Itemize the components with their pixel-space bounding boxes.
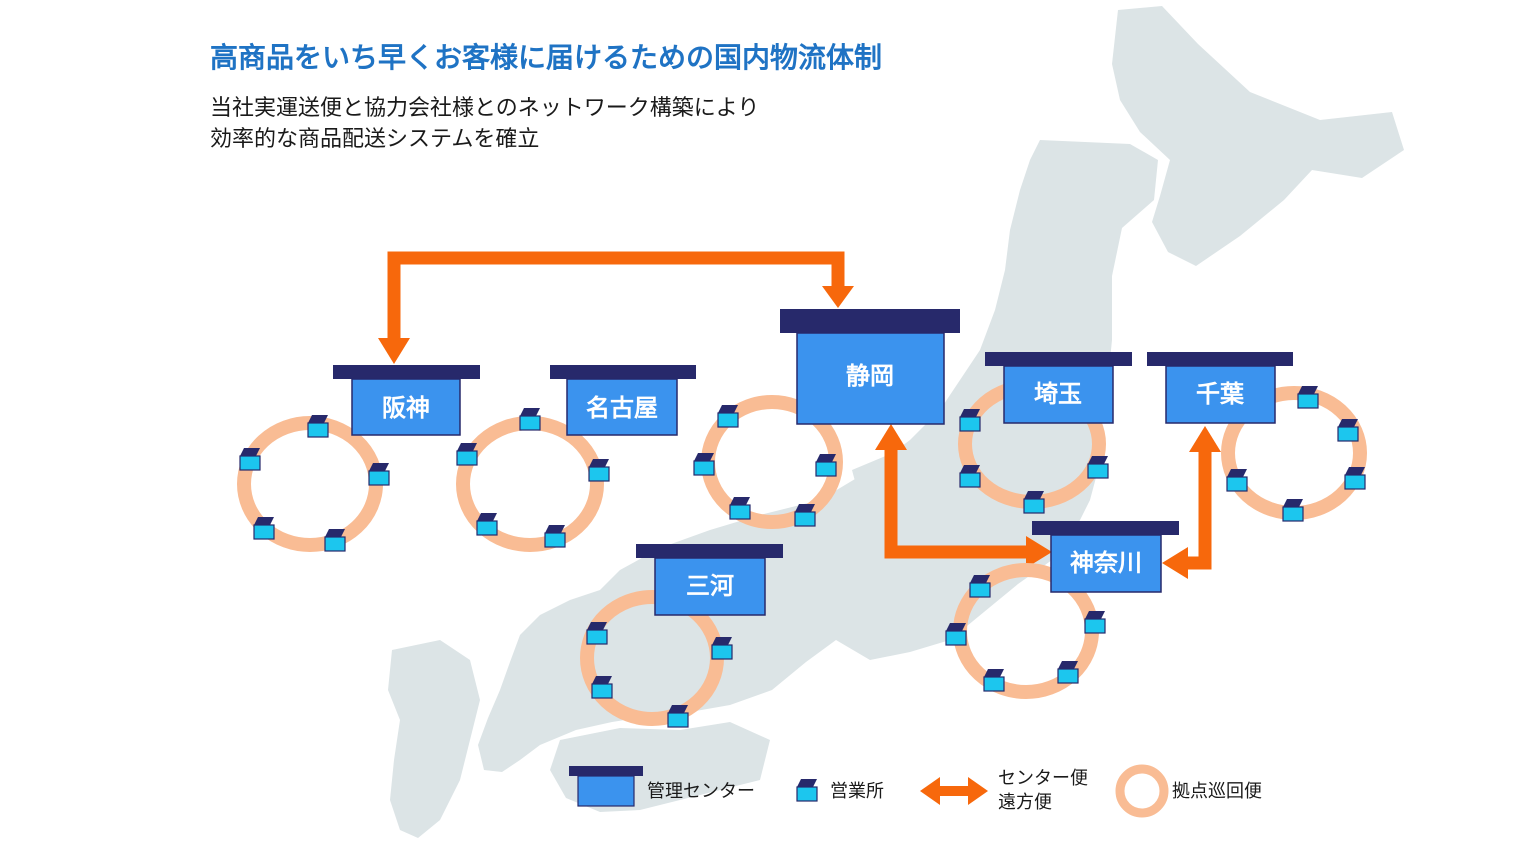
legend-loop-label: 拠点巡回便 <box>1172 781 1262 802</box>
office-icon <box>1084 610 1106 634</box>
arrowhead-to-kanagawa-2 <box>1162 547 1188 579</box>
office-icon <box>711 636 733 660</box>
office-icon <box>456 442 478 466</box>
arrowhead-to-shizuoka-2 <box>875 424 907 450</box>
arrowhead-to-chiba <box>1189 426 1221 452</box>
center-label-chiba: 千葉 <box>1196 380 1245 408</box>
office-icon <box>588 458 610 482</box>
office-icon <box>544 524 566 548</box>
subtitle-line-2: 効率的な商品配送システムを確立 <box>210 127 540 152</box>
center-label-shizuoka: 静岡 <box>846 362 894 390</box>
subtitle-line-1: 当社実運送便と協力会社様とのネットワーク構築により <box>210 96 760 121</box>
route-chiba-kanagawa <box>1186 450 1212 570</box>
office-icon <box>959 464 981 488</box>
office-icon <box>1297 385 1319 409</box>
legend-office: 営業所 <box>796 778 884 802</box>
office-icon <box>969 574 991 598</box>
office-icon <box>959 408 981 432</box>
office-icon <box>796 778 818 802</box>
route-shizuoka-kanagawa <box>884 450 1028 559</box>
legend-loop: 拠点巡回便 <box>1115 764 1262 818</box>
office-icon <box>1282 498 1304 522</box>
center-chiba: 千葉 <box>1147 352 1293 424</box>
center-label-mikawa: 三河 <box>686 572 734 600</box>
office-icon <box>667 704 689 728</box>
center-shizuoka: 静岡 <box>780 309 960 425</box>
office-icon <box>586 621 608 645</box>
center-label-saitama: 埼玉 <box>1034 380 1082 408</box>
center-saitama: 埼玉 <box>985 352 1132 424</box>
office-icon <box>239 447 261 471</box>
center-nagoya: 名古屋 <box>550 365 696 436</box>
office-icon <box>476 512 498 536</box>
office-icon <box>1337 418 1359 442</box>
legend: 管理センター 営業所 センター便 遠方便 拠点巡回便 <box>569 764 1262 818</box>
office-icon <box>693 452 715 476</box>
office-icon <box>945 622 967 646</box>
office-icon <box>1087 455 1109 479</box>
route-hanshin-shizuoka <box>387 251 845 340</box>
office-icon <box>307 414 329 438</box>
office-icon <box>815 453 837 477</box>
office-icon <box>983 668 1005 692</box>
office-icon <box>1023 490 1045 514</box>
office-icon <box>717 404 739 428</box>
legend-center-label: 管理センター <box>647 781 755 802</box>
office-icon <box>1226 468 1248 492</box>
center-hanshin: 阪神 <box>333 365 480 436</box>
legend-route: センター便 遠方便 <box>920 768 1088 813</box>
office-icon <box>368 462 390 486</box>
page-title: 高商品をいち早くお客様に届けるための国内物流体制 <box>210 41 883 74</box>
center-routes <box>378 251 1221 579</box>
legend-center: 管理センター <box>569 766 755 807</box>
office-icon <box>1344 466 1366 490</box>
center-kanagawa: 神奈川 <box>1032 521 1179 593</box>
legend-office-label: 営業所 <box>830 781 884 802</box>
legend-route-line1: センター便 <box>998 768 1088 789</box>
arrowhead-to-kanagawa <box>1026 536 1052 568</box>
arrowhead-to-shizuoka <box>822 286 854 308</box>
center-label-hanshin: 阪神 <box>382 394 430 422</box>
office-icon <box>253 516 275 540</box>
office-icon <box>794 503 816 527</box>
center-mikawa: 三河 <box>636 544 783 616</box>
double-arrow-icon <box>920 777 940 805</box>
office-icon <box>519 407 541 431</box>
legend-route-line2: 遠方便 <box>998 792 1052 813</box>
loop-icon <box>1115 764 1169 818</box>
office-icon <box>1057 660 1079 684</box>
office-icon <box>324 528 346 552</box>
office-icon <box>729 496 751 520</box>
arrowhead-to-hanshin <box>378 338 410 364</box>
center-label-nagoya: 名古屋 <box>586 394 658 422</box>
office-icon <box>591 675 613 699</box>
japan-map-background <box>388 6 1404 838</box>
center-label-kanagawa: 神奈川 <box>1070 549 1142 577</box>
